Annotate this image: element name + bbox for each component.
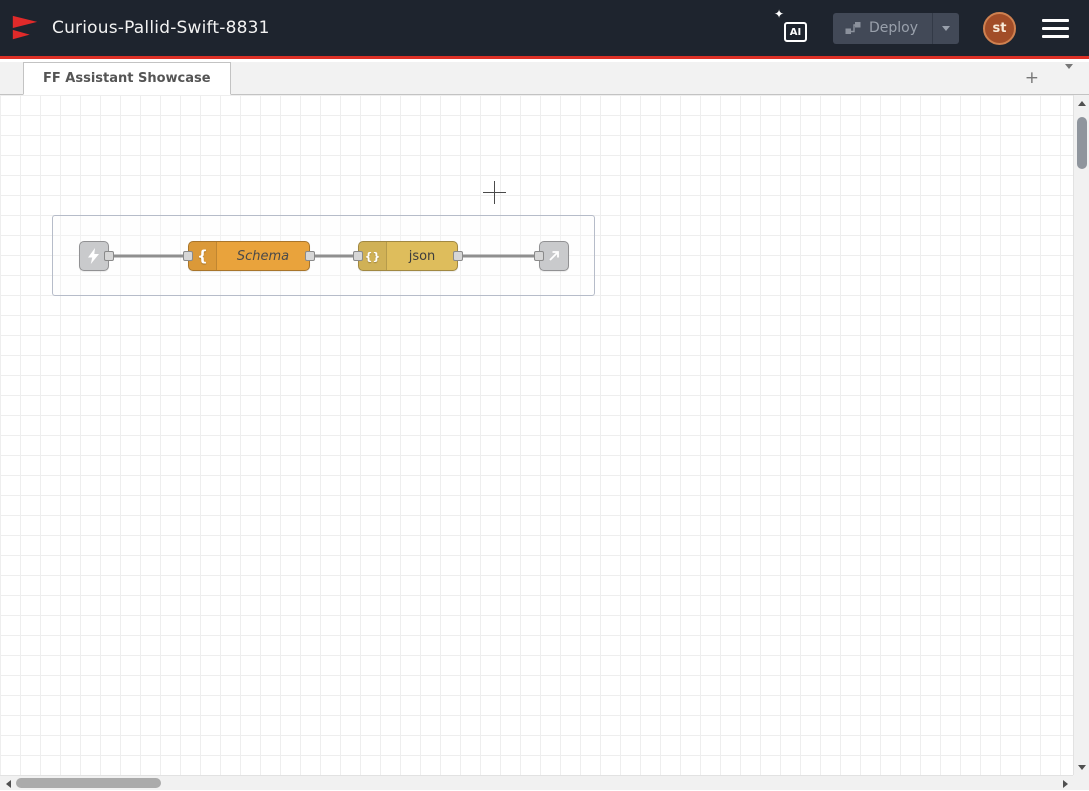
triangle-up-icon [1078,100,1086,106]
tab-label: FF Assistant Showcase [43,71,211,86]
triangle-down-icon [1078,764,1086,770]
bolt-icon [88,248,99,264]
tab-ff-assistant-showcase[interactable]: FF Assistant Showcase [23,62,231,95]
hamburger-icon-bar [1042,18,1069,22]
vertical-scrollbar[interactable] [1073,95,1089,775]
scrollbar-corner [1073,775,1089,790]
header-actions: ✦ AI Deploy st [773,7,1071,45]
user-avatar[interactable]: st [983,11,1016,45]
chevron-down-icon [1065,64,1073,88]
output-port[interactable] [104,251,114,261]
deploy-options-button[interactable] [932,12,959,44]
input-port[interactable] [353,251,363,261]
horizontal-scrollbar[interactable] [0,775,1073,790]
scroll-up-button[interactable] [1074,95,1089,111]
json-node-label: json [408,248,436,264]
arrow-out-icon [549,251,559,261]
scroll-right-button[interactable] [1057,776,1073,791]
flow-list-button[interactable] [1061,64,1077,92]
deploy-flow-icon [845,22,861,34]
deploy-button[interactable]: Deploy [832,12,959,44]
schema-node[interactable]: { Schema [188,241,310,271]
project-title: Curious-Pallid-Swift-8831 [52,18,270,38]
workspace-tabbar: FF Assistant Showcase + [0,62,1089,95]
triangle-left-icon [5,779,11,788]
deploy-label: Deploy [868,20,918,36]
curly-braces-icon: {} [359,242,387,270]
triangle-right-icon [1062,779,1068,788]
flowfuse-logo[interactable] [8,11,42,45]
schema-node-label: Schema [236,248,290,264]
main-menu-button[interactable] [1040,15,1071,42]
scroll-down-button[interactable] [1074,759,1089,775]
deploy-main-segment[interactable]: Deploy [833,13,932,44]
flowfuse-logo-icon [12,15,38,40]
add-flow-button[interactable]: + [1024,68,1039,88]
sparkle-icon: ✦ [773,7,785,21]
flow-canvas[interactable]: { Schema {} json [0,95,1073,775]
json-node[interactable]: {} json [358,241,458,271]
ai-label: AI [783,22,807,42]
crosshair-cursor [494,181,495,204]
open-brace-icon: { [189,242,217,270]
ai-assistant-button[interactable]: ✦ AI [773,7,809,45]
input-port[interactable] [183,251,193,261]
wires-layer [109,254,539,258]
output-port[interactable] [453,251,463,261]
output-port[interactable] [305,251,315,261]
chevron-down-icon [942,25,950,31]
vertical-scrollbar-thumb[interactable] [1077,117,1087,169]
hamburger-icon-bar [1042,26,1069,30]
horizontal-scrollbar-thumb[interactable] [16,778,161,788]
tabbar-actions: + [1019,62,1077,95]
hamburger-icon-bar [1042,34,1069,38]
input-port[interactable] [534,251,544,261]
link-out-node[interactable] [539,241,569,271]
scroll-left-button[interactable] [0,776,16,791]
header-bar: Curious-Pallid-Swift-8831 ✦ AI Deploy st [0,0,1089,59]
